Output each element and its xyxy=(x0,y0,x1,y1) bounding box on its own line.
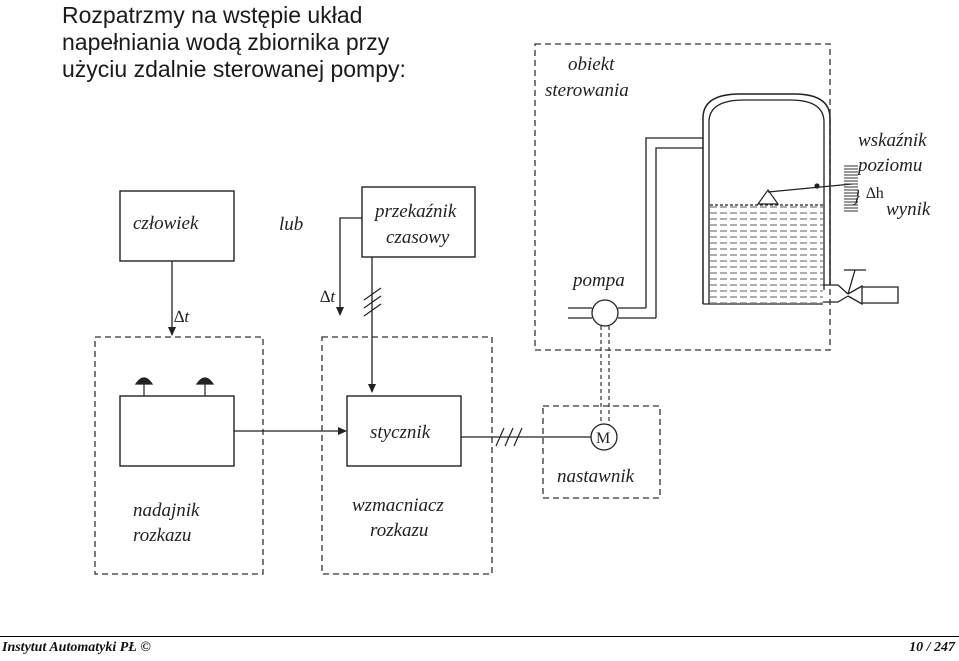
wzmacniacz-label-1: wzmacniacz xyxy=(352,495,444,516)
water-level xyxy=(710,205,823,303)
water-tank xyxy=(702,93,831,305)
title-line-3: użyciu zdalnie sterowanej pompy: xyxy=(62,56,406,82)
footer-institute: Instytut Automatyki PŁ © xyxy=(2,640,151,655)
delta-t-left-label: ∆t xyxy=(174,307,190,326)
lub-label: lub xyxy=(279,214,303,235)
three-phase-marks-vertical xyxy=(363,287,382,317)
three-phase-marks-horizontal xyxy=(495,427,523,447)
nadajnik-frame xyxy=(94,336,264,575)
wskaznik-label-2: poziomu xyxy=(856,155,922,176)
obiekt-label-2: sterowania xyxy=(545,80,629,101)
page-number: 10 / 247 xyxy=(909,640,955,655)
control-system-diagram: obiekt sterowania wskaźni xyxy=(94,43,931,575)
delta-t-mid-label: ∆t xyxy=(320,287,336,306)
transmitter-box xyxy=(119,395,235,467)
wzmacniacz-frame xyxy=(321,336,493,575)
pompa-label: pompa xyxy=(571,270,625,291)
slide-title: Rozpatrzmy na wstępie układ napełniania … xyxy=(62,2,502,83)
brace-glyph: } xyxy=(853,186,861,206)
motor-label: M xyxy=(596,430,610,447)
wzmacniacz-label-2: rozkazu xyxy=(370,520,428,541)
nastawnik-label: nastawnik xyxy=(557,466,635,487)
pump xyxy=(568,299,657,327)
obiekt-label-1: obiekt xyxy=(568,54,615,75)
przekaznik-label-1: przekaźnik xyxy=(373,201,457,222)
stycznik-box xyxy=(346,395,462,467)
przekaznik-box xyxy=(361,186,476,258)
wskaznik-label-1: wskaźnik xyxy=(858,130,927,151)
motor-shaft xyxy=(600,326,610,426)
nastawnik-frame xyxy=(542,405,661,499)
motor-symbol xyxy=(590,423,618,451)
arrow-timer-feed xyxy=(336,217,362,316)
czlowiek-label: człowiek xyxy=(133,213,199,234)
level-indicator xyxy=(756,183,853,205)
stycznik-label: stycznik xyxy=(370,422,431,443)
outlet-valve xyxy=(823,269,899,306)
level-scale xyxy=(844,165,858,212)
push-buttons xyxy=(134,377,215,396)
delta-h-label: ∆h xyxy=(866,185,884,202)
title-line-1: Rozpatrzmy na wstępie układ xyxy=(62,2,363,28)
inlet-pipe xyxy=(645,137,703,300)
nadajnik-label-1: nadajnik xyxy=(133,500,200,521)
nadajnik-label-2: rozkazu xyxy=(133,525,191,546)
przekaznik-label-2: czasowy xyxy=(386,227,450,248)
czlowiek-box xyxy=(119,190,235,262)
title-line-2: napełniania wodą zbiornika przy xyxy=(62,29,390,55)
footer-divider xyxy=(0,636,959,637)
wynik-label: wynik xyxy=(886,199,931,220)
